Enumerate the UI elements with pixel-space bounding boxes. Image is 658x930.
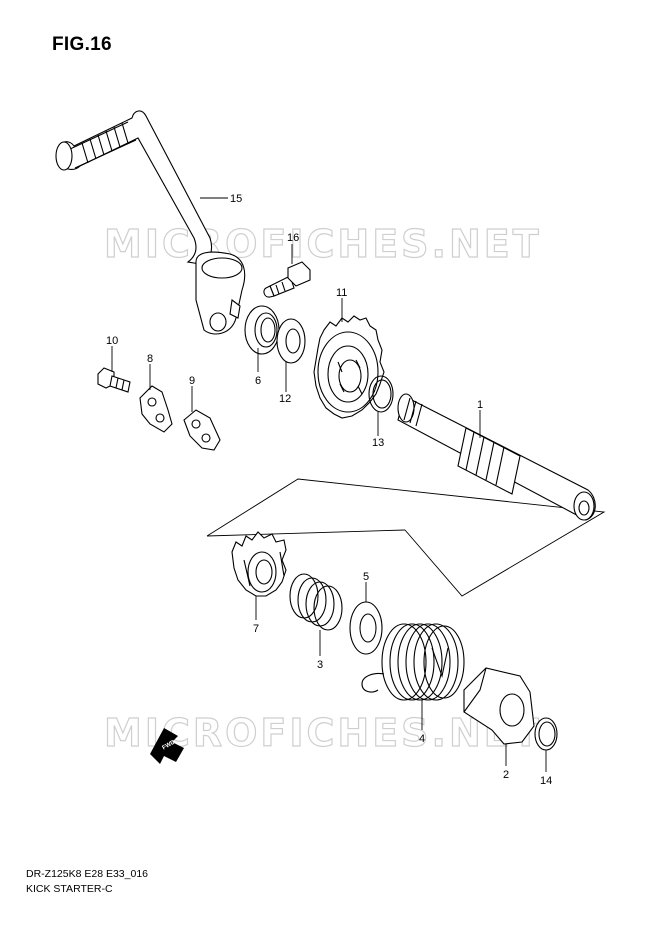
- callout-10: 10: [106, 335, 118, 347]
- kick-idle-gear: [313, 315, 385, 419]
- callout-7: 7: [253, 623, 259, 635]
- kick-drive-gear: [231, 531, 287, 597]
- callout-8: 8: [147, 353, 153, 365]
- callout-2: 2: [503, 769, 509, 781]
- forward-arrow-icon: FWD: [150, 728, 184, 764]
- kick-starter-shaft: [397, 393, 596, 521]
- kick-starter-lever: [55, 110, 246, 335]
- callout-16: 16: [287, 232, 299, 244]
- callout-15: 15: [230, 193, 242, 205]
- spring-guide: [463, 667, 535, 745]
- stopper-plate-b: [183, 409, 221, 451]
- callout-5: 5: [363, 571, 369, 583]
- oil-seal: [244, 305, 280, 355]
- watermark-top: MICROFICHES.NET: [104, 222, 542, 266]
- callout-9: 9: [189, 375, 195, 387]
- lever-bolt: [263, 261, 311, 298]
- washer-5: [349, 601, 383, 655]
- bolt-10: [97, 367, 131, 393]
- circlip-13: [368, 375, 394, 413]
- spring: [289, 573, 343, 631]
- diagram-name: KICK STARTER-C: [26, 883, 113, 895]
- callout-13: 13: [372, 437, 384, 449]
- assembly-outline: [206, 478, 606, 597]
- callout-12: 12: [279, 393, 291, 405]
- callout-3: 3: [317, 659, 323, 671]
- figure-title: FIG.16: [52, 34, 112, 55]
- callout-1: 1: [477, 399, 483, 411]
- callout-11: 11: [336, 287, 347, 299]
- callout-6: 6: [255, 375, 261, 387]
- washer-12: [276, 318, 306, 364]
- callout-14: 14: [540, 775, 552, 787]
- callout-4: 4: [419, 733, 425, 745]
- model-code: DR-Z125K8 E28 E33_016: [26, 868, 148, 880]
- return-spring: [361, 623, 465, 701]
- leader-lines: [111, 197, 547, 772]
- stopper-plate: [139, 385, 173, 433]
- callout-labels: 15 16 11 10 8 9 6 12 13 1 7 3 5 4 2 14: [106, 193, 552, 787]
